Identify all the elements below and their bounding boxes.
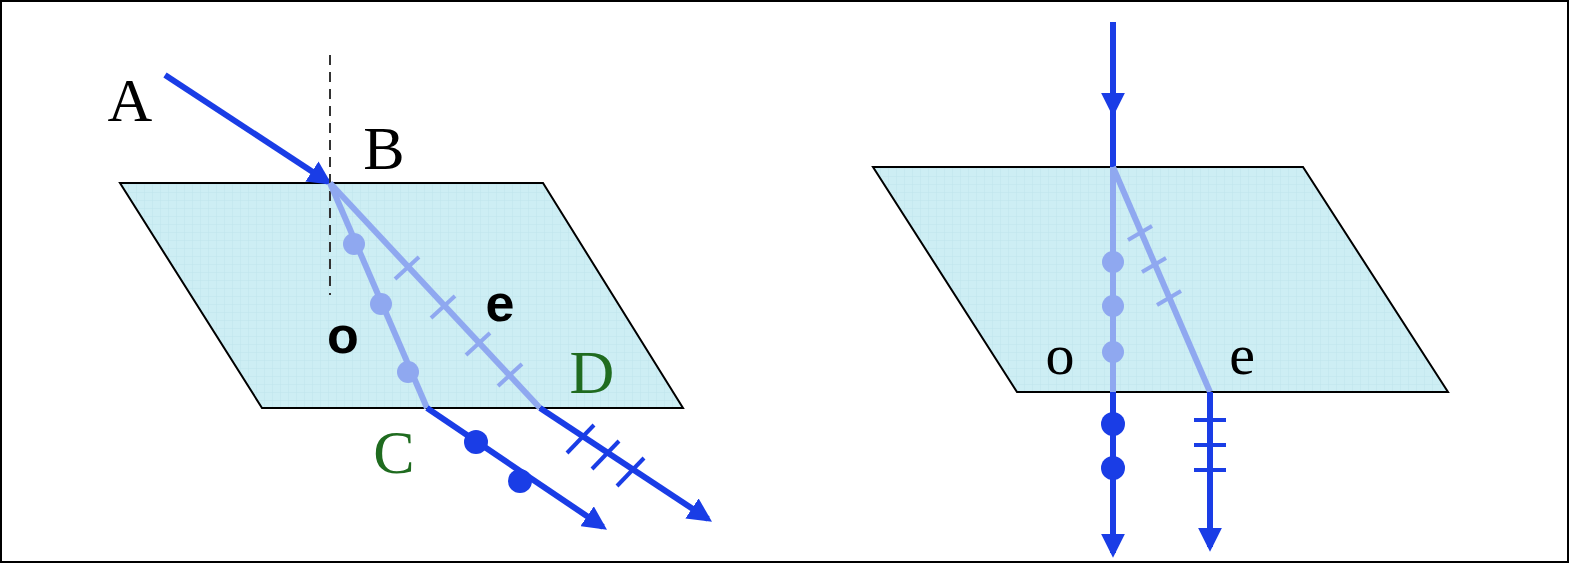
ray-point-label: B xyxy=(363,117,404,179)
ray-name: e xyxy=(486,277,515,329)
ray-name: o xyxy=(1046,326,1075,384)
ray-point-label: D xyxy=(570,341,615,403)
ray-name: e xyxy=(1229,326,1255,384)
ray-point-label: C xyxy=(373,421,414,483)
ray-name: o xyxy=(327,309,359,361)
ray-point-label: A xyxy=(108,69,153,131)
